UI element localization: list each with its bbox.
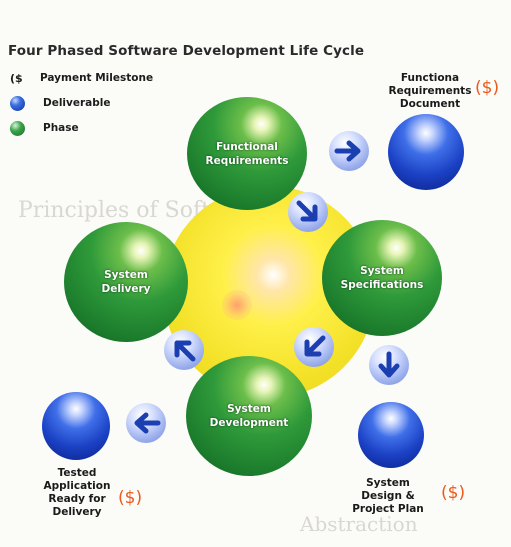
arrow-to-tested-app bbox=[126, 403, 166, 443]
phase-system-development: System Development bbox=[186, 356, 312, 476]
arrow-down-right-icon bbox=[296, 200, 318, 222]
legend-green-dot-icon bbox=[10, 120, 25, 136]
phase-functional-requirements: Functional Requirements bbox=[187, 97, 307, 210]
legend-payment-symbol: ($ bbox=[10, 71, 23, 85]
tested-application-label: Tested Application Ready for Delivery bbox=[43, 467, 111, 518]
deliverable-requirements-sphere bbox=[388, 114, 464, 190]
arrow-up-left-icon bbox=[174, 340, 196, 362]
arrow-left-icon bbox=[134, 412, 161, 434]
legend-payment-milestone: ($ Payment Milestone bbox=[10, 68, 153, 88]
payment-marker-design: ($) bbox=[441, 483, 466, 503]
core-highlight bbox=[222, 290, 252, 320]
arrow-down-left-icon bbox=[304, 335, 326, 357]
phase-system-development-label: System Development bbox=[209, 403, 289, 429]
phase-functional-requirements-label: Functional Requirements bbox=[205, 140, 289, 167]
phase-system-specifications-label: System Specifications bbox=[340, 265, 424, 291]
design-plan-label: System Design & Project Plan bbox=[352, 477, 424, 515]
arrow-right-icon bbox=[334, 140, 361, 162]
background-text-line2: Abstraction bbox=[300, 512, 418, 536]
legend-phase-label: Phase bbox=[43, 122, 79, 134]
payment-marker-requirements: ($) bbox=[475, 78, 500, 98]
arrow-specs-to-development bbox=[294, 327, 334, 367]
legend-deliverable: Deliverable bbox=[10, 93, 111, 113]
phase-system-specifications: System Specifications bbox=[322, 220, 442, 336]
arrow-down-icon bbox=[378, 351, 400, 378]
arrow-to-design-plan bbox=[369, 345, 409, 385]
diagram-title: Four Phased Software Development Life Cy… bbox=[8, 43, 365, 59]
legend-deliverable-label: Deliverable bbox=[43, 97, 111, 109]
legend-phase: Phase bbox=[10, 118, 79, 138]
legend-payment-label: Payment Milestone bbox=[40, 72, 154, 84]
deliverable-design-sphere bbox=[358, 402, 424, 468]
deliverable-tested-app-sphere bbox=[42, 392, 110, 460]
arrow-development-to-delivery bbox=[164, 330, 204, 370]
requirements-document-label: Functiona Requirements Document bbox=[388, 72, 472, 110]
phase-system-delivery-label: System Delivery bbox=[101, 269, 151, 295]
legend-blue-dot-icon bbox=[10, 95, 25, 111]
arrow-functional-to-specs bbox=[288, 192, 328, 232]
phase-system-delivery: System Delivery bbox=[64, 222, 188, 342]
arrow-to-requirements-doc bbox=[329, 131, 369, 171]
payment-marker-tested-app: ($) bbox=[118, 488, 143, 508]
